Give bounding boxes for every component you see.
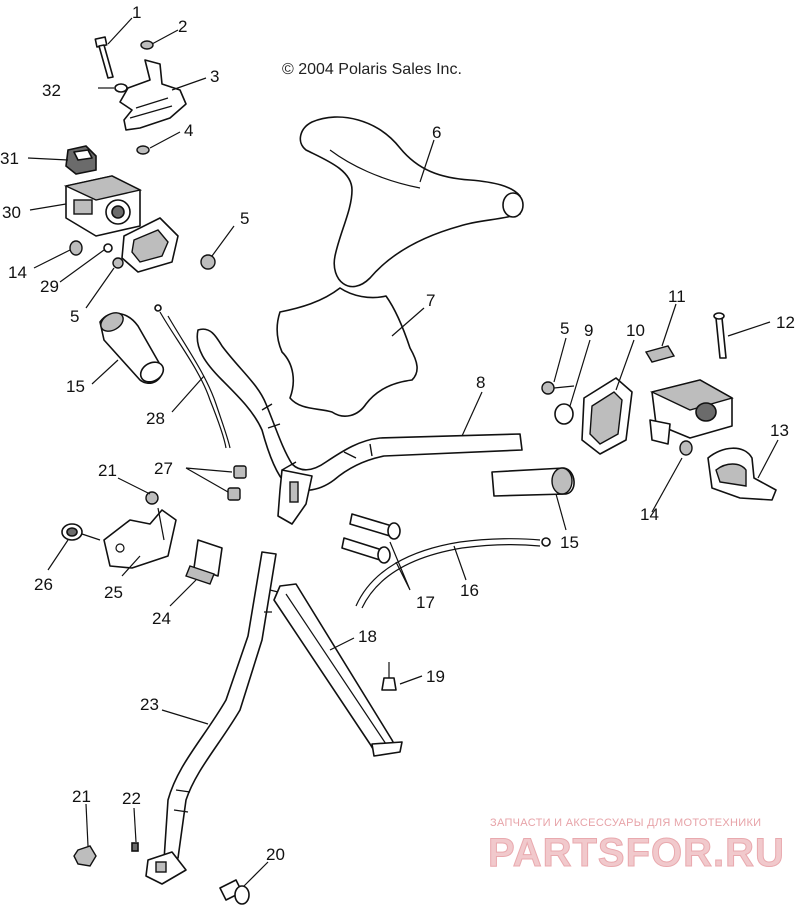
callout-6: 6 bbox=[432, 123, 441, 142]
callout-23: 23 bbox=[140, 695, 159, 714]
callout-27: 27 bbox=[154, 459, 173, 478]
callout-7: 7 bbox=[426, 291, 435, 310]
part-2-nut bbox=[140, 40, 154, 50]
part-6-cover bbox=[299, 116, 524, 288]
callout-30: 30 bbox=[2, 203, 21, 222]
callout-5-right: 5 bbox=[560, 319, 569, 338]
part-21-nut-upper bbox=[145, 491, 159, 505]
callout-26: 26 bbox=[34, 575, 53, 594]
callout-15-right: 15 bbox=[560, 533, 579, 552]
part-14-nut-left bbox=[69, 240, 83, 256]
watermark-tagline: ЗАПЧАСТИ И АКСЕССУАРЫ ДЛЯ МОТОТЕХНИКИ bbox=[490, 817, 761, 829]
part-26-clamp bbox=[61, 523, 101, 541]
part-7-pad bbox=[276, 287, 418, 417]
part-5-nut-right bbox=[200, 254, 216, 270]
part-9-plug bbox=[554, 403, 574, 425]
callout-5-left: 5 bbox=[70, 307, 79, 326]
part-3-lever-bracket bbox=[119, 59, 187, 131]
watermark: ЗАПЧАСТИ И АКСЕССУАРЫ ДЛЯ МОТОТЕХНИКИ PA… bbox=[488, 817, 785, 876]
part-8-handlebar bbox=[196, 328, 523, 525]
part-27-nuts bbox=[227, 465, 247, 501]
part-18-tie-bar bbox=[273, 583, 403, 757]
part-12-pin bbox=[713, 312, 727, 359]
callout-20: 20 bbox=[266, 845, 285, 864]
part-31-cap bbox=[65, 145, 97, 175]
callout-15-left: 15 bbox=[66, 377, 85, 396]
part-4-nut bbox=[136, 145, 150, 155]
callout-18: 18 bbox=[358, 627, 377, 646]
callout-4: 4 bbox=[184, 121, 193, 140]
callout-28: 28 bbox=[146, 409, 165, 428]
callout-22: 22 bbox=[122, 789, 141, 808]
callout-14-right: 14 bbox=[640, 505, 659, 524]
part-22-fitting bbox=[131, 842, 139, 852]
callout-10: 10 bbox=[626, 321, 645, 340]
part-20-bolt bbox=[219, 879, 250, 905]
callout-16: 16 bbox=[460, 581, 479, 600]
part-15-grip-left bbox=[99, 312, 165, 384]
callout-25: 25 bbox=[104, 583, 123, 602]
callout-2: 2 bbox=[178, 17, 187, 36]
leader-lines bbox=[27, 17, 779, 887]
part-17-bolts bbox=[341, 513, 401, 564]
part-5-screw-right-assembly bbox=[541, 381, 575, 395]
callout-12: 12 bbox=[776, 313, 795, 332]
part-25-bracket bbox=[103, 507, 177, 569]
callout-24: 24 bbox=[152, 609, 171, 628]
part-23-steering-tube bbox=[145, 551, 279, 885]
callout-19: 19 bbox=[426, 667, 445, 686]
callout-5-upper-right: 5 bbox=[240, 209, 249, 228]
part-21-nut-lower bbox=[73, 845, 97, 867]
part-10-gasket-plate bbox=[581, 377, 633, 455]
part-1-bolt bbox=[94, 36, 114, 79]
part-30-housing bbox=[63, 175, 143, 237]
part-14-nut-right bbox=[679, 440, 693, 456]
callout-31: 31 bbox=[0, 149, 19, 168]
callout-32: 32 bbox=[42, 81, 61, 100]
callout-3: 3 bbox=[210, 67, 219, 86]
part-19-bolt bbox=[381, 662, 397, 691]
part-15-grip-right bbox=[491, 467, 575, 497]
part-28-cable bbox=[154, 304, 231, 449]
copyright-text: © 2004 Polaris Sales Inc. bbox=[282, 61, 462, 78]
watermark-brand: PARTSFOR.RU bbox=[488, 831, 785, 875]
part-32-washer bbox=[114, 83, 128, 93]
part-11-block bbox=[644, 345, 676, 363]
callout-21-lower: 21 bbox=[72, 787, 91, 806]
part-24-mount bbox=[185, 539, 223, 585]
part-16-cable bbox=[355, 537, 551, 609]
callout-11: 11 bbox=[668, 287, 686, 306]
callout-9: 9 bbox=[584, 321, 593, 340]
callout-labels: 1 2 32 3 4 31 30 5 14 29 5 6 7 15 28 8 5… bbox=[0, 3, 795, 864]
part-switch-plate-left bbox=[121, 217, 179, 273]
part-13-lever bbox=[707, 447, 777, 501]
callout-17: 17 bbox=[416, 593, 435, 612]
part-right-master-cylinder bbox=[649, 379, 734, 445]
callout-29: 29 bbox=[40, 277, 59, 296]
callout-8: 8 bbox=[476, 373, 485, 392]
part-29-washer bbox=[103, 243, 113, 253]
part-5-screw-left bbox=[112, 257, 124, 269]
callout-14-left: 14 bbox=[8, 263, 27, 282]
callout-13: 13 bbox=[770, 421, 789, 440]
callout-1: 1 bbox=[132, 3, 141, 22]
callout-21-upper: 21 bbox=[98, 461, 117, 480]
